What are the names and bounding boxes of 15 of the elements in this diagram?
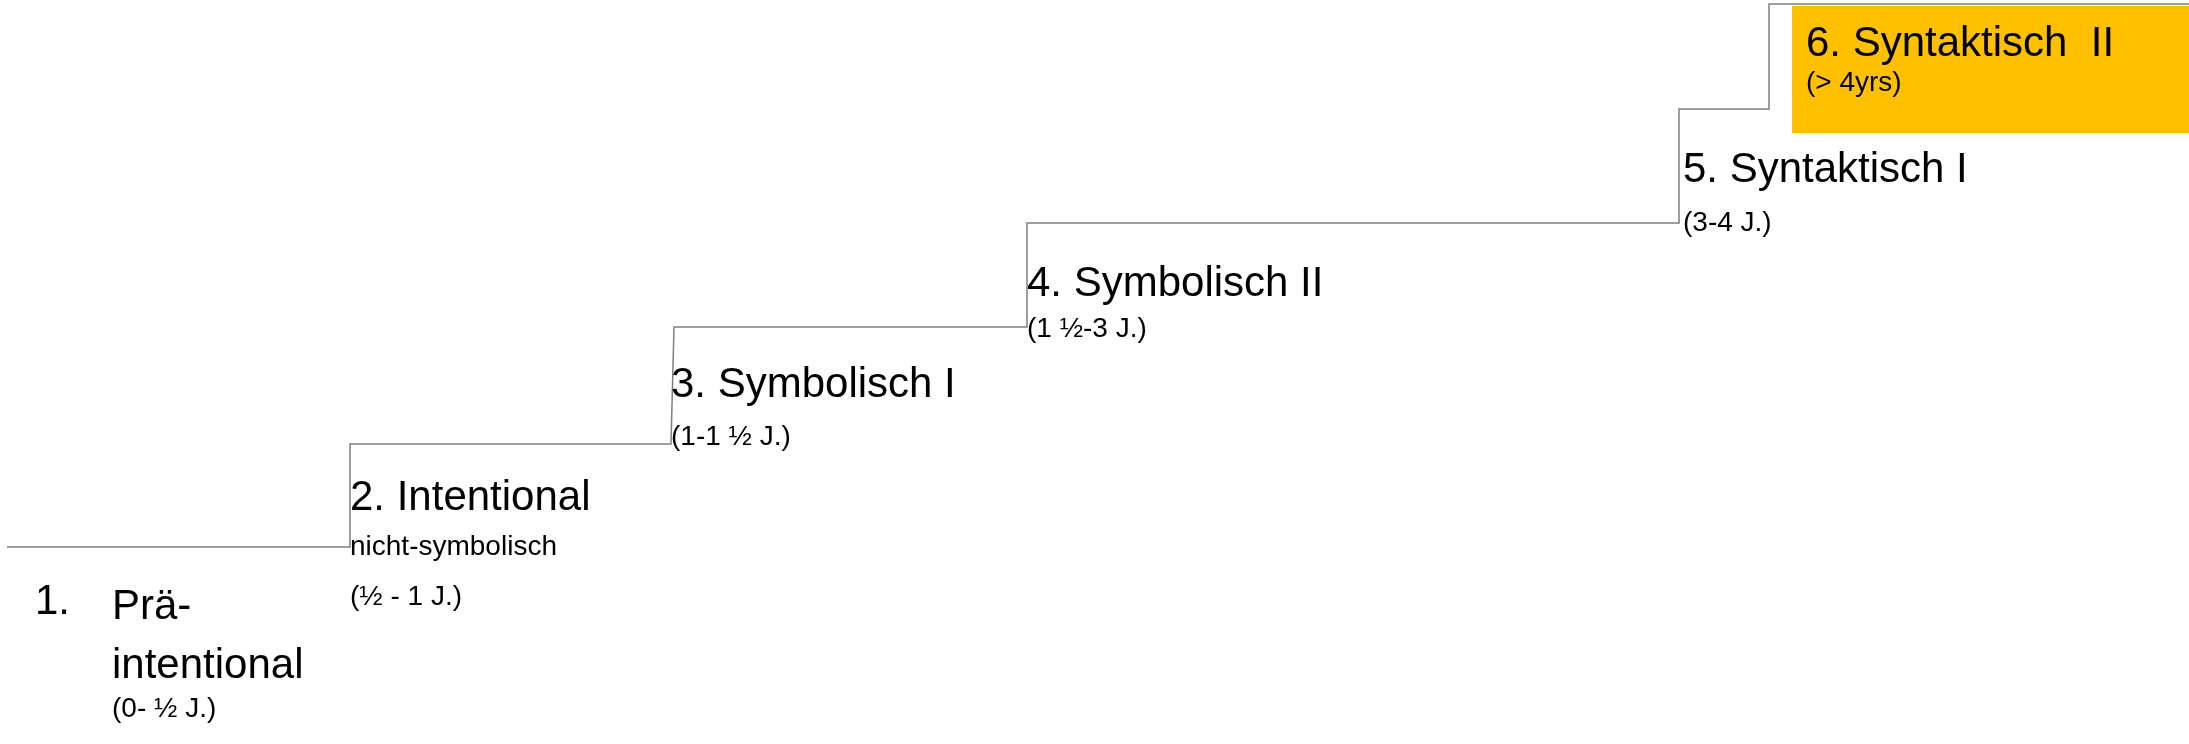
age-range: (½ - 1 J.) [350, 580, 462, 613]
stage-label: 3. Symbolisch I [671, 359, 956, 408]
stage-label: 2. Intentional [350, 472, 591, 521]
stage-label: 6. Syntaktisch II [1806, 18, 2116, 67]
age-range: (1-1 ½ J.) [671, 420, 791, 453]
age-range: (1 ½-3 J.) [1027, 312, 1147, 345]
list-number: 1. [35, 576, 71, 625]
stage-label: Prä- intentional [112, 580, 305, 689]
stage-description: nicht-symbolisch [350, 530, 557, 563]
age-range: (0- ½ J.) [112, 692, 217, 725]
age-range: (3-4 J.) [1683, 206, 1772, 239]
stage-label: 4. Symbolisch II [1027, 258, 1324, 307]
stage-label: 5. Syntaktisch I [1683, 144, 1968, 193]
stage-box [1792, 6, 2189, 133]
age-range: (> 4yrs) [1806, 66, 1903, 99]
